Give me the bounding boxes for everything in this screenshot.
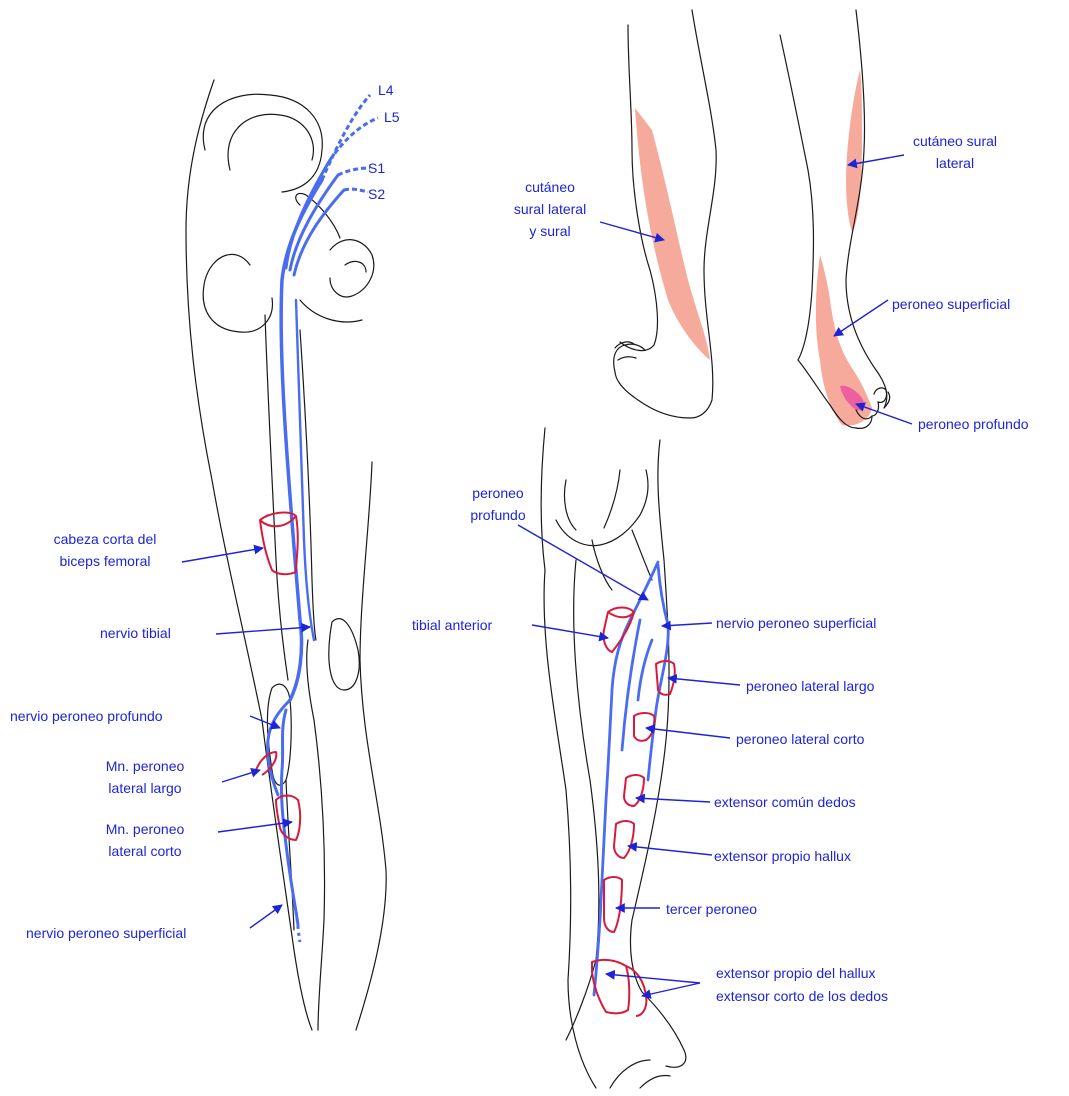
label-peroneus-longus: peroneo lateral largo xyxy=(746,675,874,697)
label-sensory-deep-peroneal: peroneo profundo xyxy=(918,413,1029,435)
label-line: sural lateral xyxy=(470,198,630,220)
label-biceps-short-head: cabeza corta del biceps femoral xyxy=(20,528,190,572)
root-label-l4: L4 xyxy=(378,79,394,101)
label-deep-peroneal-nerve: nervio peroneo profundo xyxy=(10,705,163,727)
left-leg-nerves xyxy=(268,160,344,925)
label-line: cabeza corta del xyxy=(20,528,190,550)
root-label-l5: L5 xyxy=(384,106,400,128)
label-tibial-nerve: nervio tibial xyxy=(100,622,171,644)
label-extensor-hallucis: extensor propio hallux xyxy=(714,845,851,867)
label-extensor-hallucis-brevis: extensor propio del hallux xyxy=(716,962,876,984)
label-superficial-peroneal-nerve-right: nervio peroneo superficial xyxy=(716,612,876,634)
label-line: lateral corto xyxy=(70,840,220,862)
label-line: Mn. peroneo xyxy=(70,818,220,840)
label-sensory-lateral-sural: cutáneo sural lateral xyxy=(880,130,1030,174)
left-leg-outline xyxy=(186,80,386,1030)
label-deep-peroneal-right: peroneo profundo xyxy=(438,482,558,526)
label-mn-peroneus-brevis: Mn. peroneo lateral corto xyxy=(70,818,220,862)
label-line: biceps femoral xyxy=(20,550,190,572)
label-line: profundo xyxy=(438,504,558,526)
label-tibialis-anterior: tibial anterior xyxy=(412,614,492,636)
label-line: Mn. peroneo xyxy=(70,755,220,777)
label-line: y sural xyxy=(470,220,630,242)
anterior-leg-outline xyxy=(541,428,686,1088)
label-extensor-digitorum: extensor común dedos xyxy=(714,791,856,813)
label-sensory-sural: cutáneo sural lateral y sural xyxy=(470,176,630,242)
label-line: lateral xyxy=(880,152,1030,174)
label-line: peroneo xyxy=(438,482,558,504)
label-line: cutáneo xyxy=(470,176,630,198)
root-label-s2: S2 xyxy=(368,183,385,205)
pointer-arrows xyxy=(182,155,912,996)
label-superficial-peroneal-nerve-left: nervio peroneo superficial xyxy=(26,922,186,944)
label-line: cutáneo sural xyxy=(880,130,1030,152)
root-label-s1: S1 xyxy=(368,157,385,179)
label-sensory-superficial-peroneal: peroneo superficial xyxy=(892,293,1010,315)
sensory-leg-anterior xyxy=(780,10,890,428)
label-peroneus-brevis: peroneo lateral corto xyxy=(736,728,864,750)
label-mn-peroneus-longus: Mn. peroneo lateral largo xyxy=(70,755,220,799)
label-line: lateral largo xyxy=(70,777,220,799)
label-extensor-digitorum-brevis: extensor corto de los dedos xyxy=(716,985,888,1007)
label-peroneus-tertius: tercer peroneo xyxy=(666,898,757,920)
